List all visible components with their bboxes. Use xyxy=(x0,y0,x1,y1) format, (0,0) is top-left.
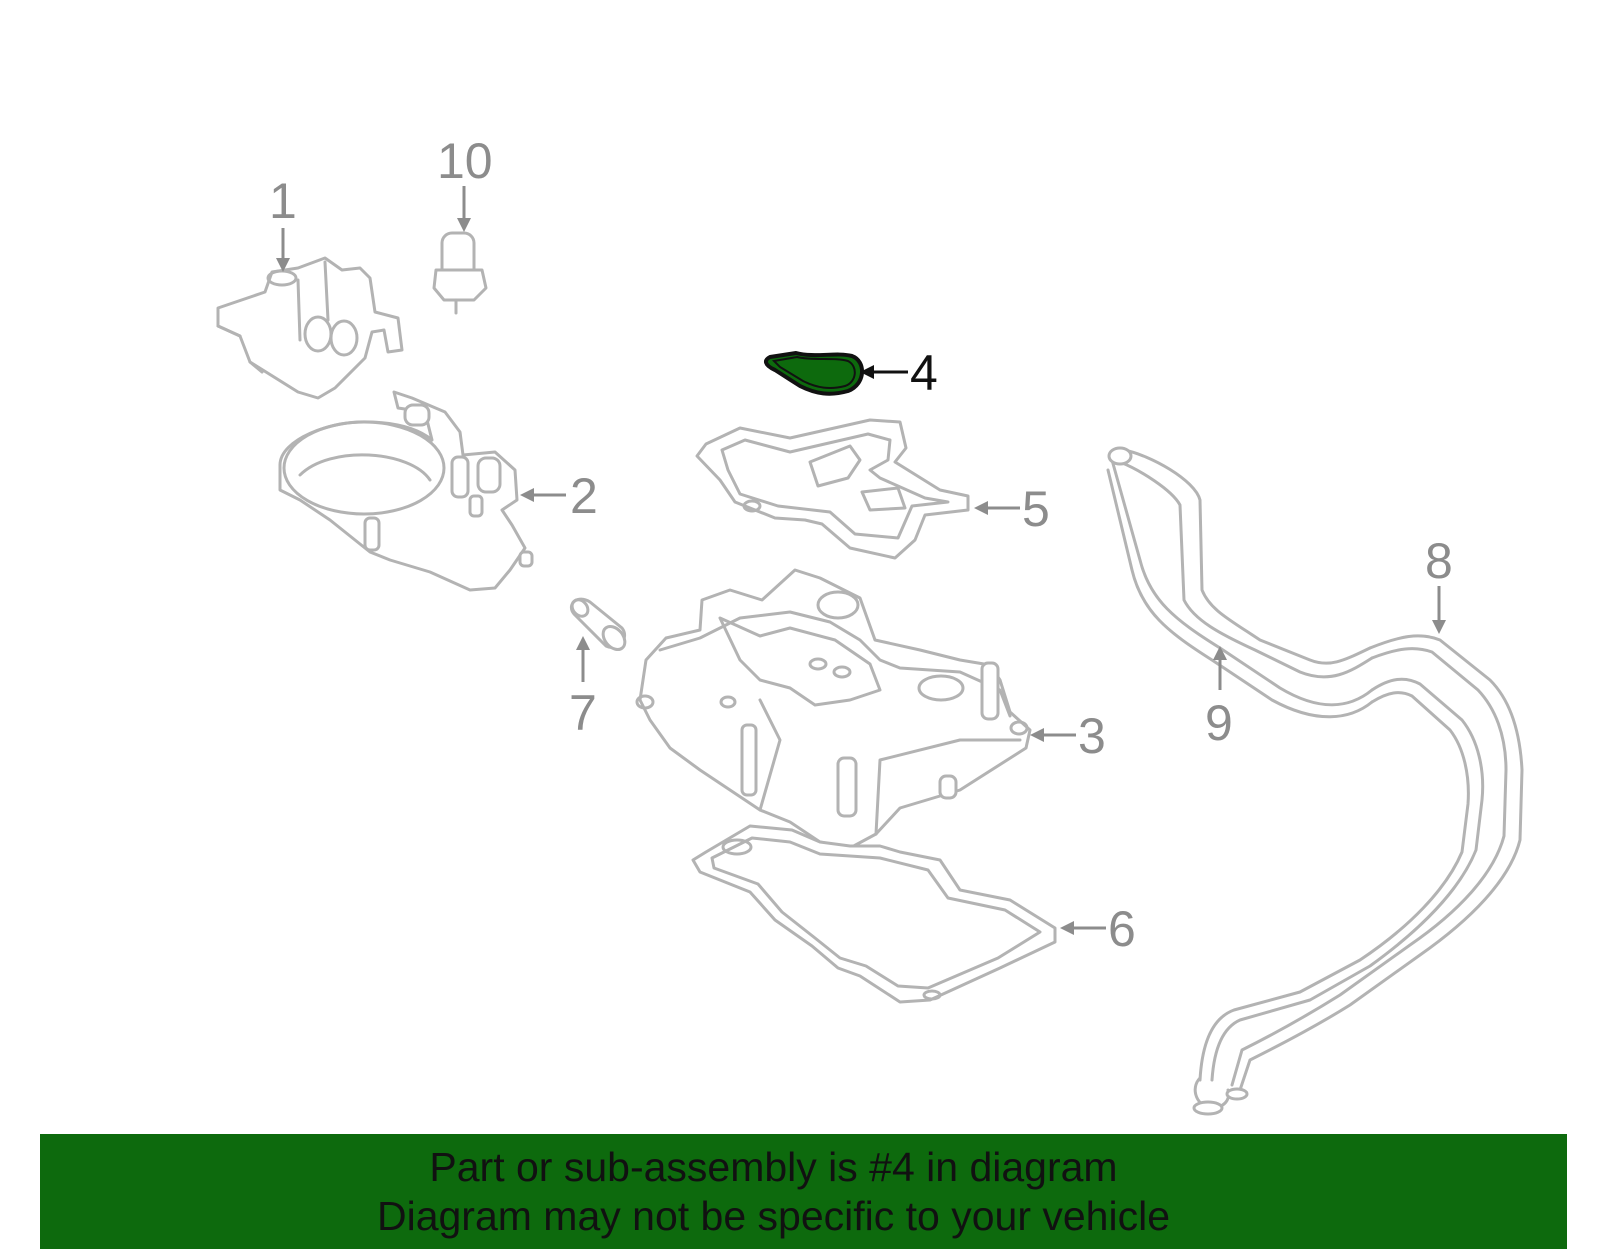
part-1-housing-cover xyxy=(216,256,404,400)
callout-3: 3 xyxy=(1078,708,1106,764)
callout-5: 5 xyxy=(1022,481,1050,537)
parts-diagram: 1 10 2 4 5 3 6 7 8 9 xyxy=(216,133,1524,1116)
callout-2: 2 xyxy=(570,468,598,524)
banner-line-2: Diagram may not be specific to your vehi… xyxy=(376,1193,1170,1239)
callout-8: 8 xyxy=(1425,533,1453,589)
part-9-pipe xyxy=(1106,446,1374,719)
callout-4: 4 xyxy=(910,345,938,401)
part-2-cover xyxy=(278,390,534,592)
part-5-gasket-plate xyxy=(695,418,970,560)
callout-6: 6 xyxy=(1108,901,1136,957)
part-10-sensor xyxy=(432,231,488,315)
callout-7: 7 xyxy=(569,685,597,741)
callout-9: 9 xyxy=(1205,695,1233,751)
part-6-pan-gasket xyxy=(691,824,1057,1004)
callout-10: 10 xyxy=(437,133,493,189)
part-8-pipe xyxy=(1192,634,1524,1116)
banner-line-1: Part or sub-assembly is #4 in diagram xyxy=(429,1144,1118,1190)
callout-labels: 1 10 2 4 5 3 6 7 8 9 xyxy=(269,133,1453,957)
callout-1: 1 xyxy=(269,173,297,229)
part-4-gasket-highlighted xyxy=(764,351,864,396)
part-3-housing xyxy=(635,568,1032,850)
callout-arrows xyxy=(276,186,1446,935)
info-banner: Part or sub-assembly is #4 in diagram Di… xyxy=(40,1134,1567,1249)
part-7-plug xyxy=(569,597,627,652)
